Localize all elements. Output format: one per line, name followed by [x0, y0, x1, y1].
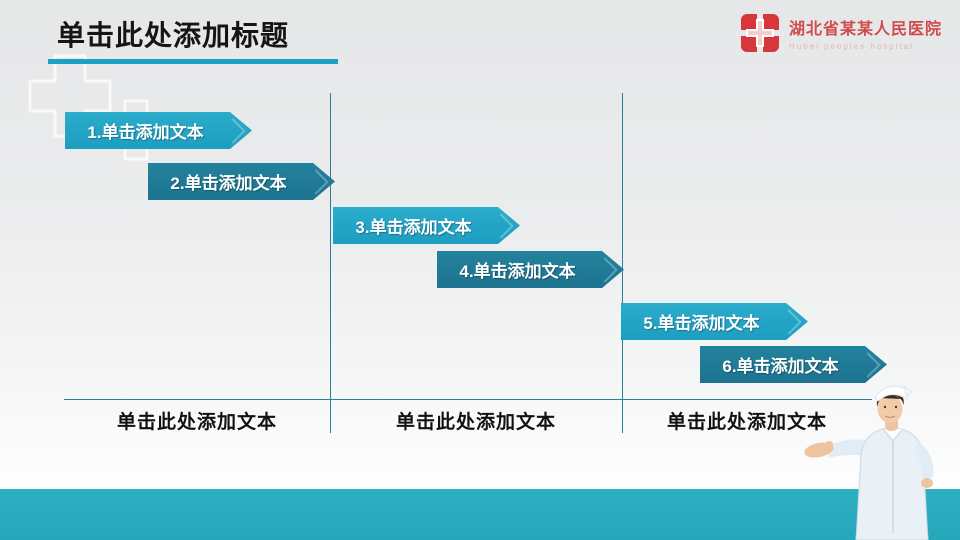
step-label: 5.单击添加文本 [643, 314, 760, 333]
hospital-name: 湖北省某某人民医院 [788, 21, 942, 38]
red-cross-hospital-icon [740, 14, 779, 52]
title-underline [48, 59, 338, 64]
step-arrow-5[interactable]: 5.单击添加文本 [621, 303, 808, 340]
step-label: 6.单击添加文本 [722, 357, 839, 376]
step-arrow-2[interactable]: 2.单击添加文本 [148, 163, 335, 200]
step-arrow-3[interactable]: 3.单击添加文本 [333, 207, 520, 244]
column-divider-1 [330, 93, 331, 433]
column-caption-2[interactable]: 单击此处添加文本 [395, 411, 556, 433]
step-arrow-6[interactable]: 6.单击添加文本 [700, 346, 887, 383]
step-label: 2.单击添加文本 [170, 174, 287, 193]
nurse-photo [804, 385, 934, 540]
hospital-logo: 湖北省某某人民医院 Hubei peoples hospital [739, 12, 942, 54]
baseline-rule [64, 399, 872, 400]
step-arrow-4[interactable]: 4.单击添加文本 [437, 251, 624, 288]
step-label: 4.单击添加文本 [459, 262, 576, 281]
slide-title[interactable]: 单击此处添加标题 [57, 20, 290, 51]
bottom-band [0, 489, 960, 540]
hospital-name-english: Hubei peoples hospital [788, 42, 914, 51]
column-caption-1[interactable]: 单击此处添加文本 [116, 411, 277, 433]
step-label: 3.单击添加文本 [355, 218, 472, 237]
cross-outline-decoration-icon [28, 54, 167, 161]
column-divider-2 [622, 93, 623, 433]
step-label: 1.单击添加文本 [87, 123, 204, 142]
column-caption-3[interactable]: 单击此处添加文本 [666, 411, 827, 433]
step-arrow-1[interactable]: 1.单击添加文本 [65, 112, 252, 149]
